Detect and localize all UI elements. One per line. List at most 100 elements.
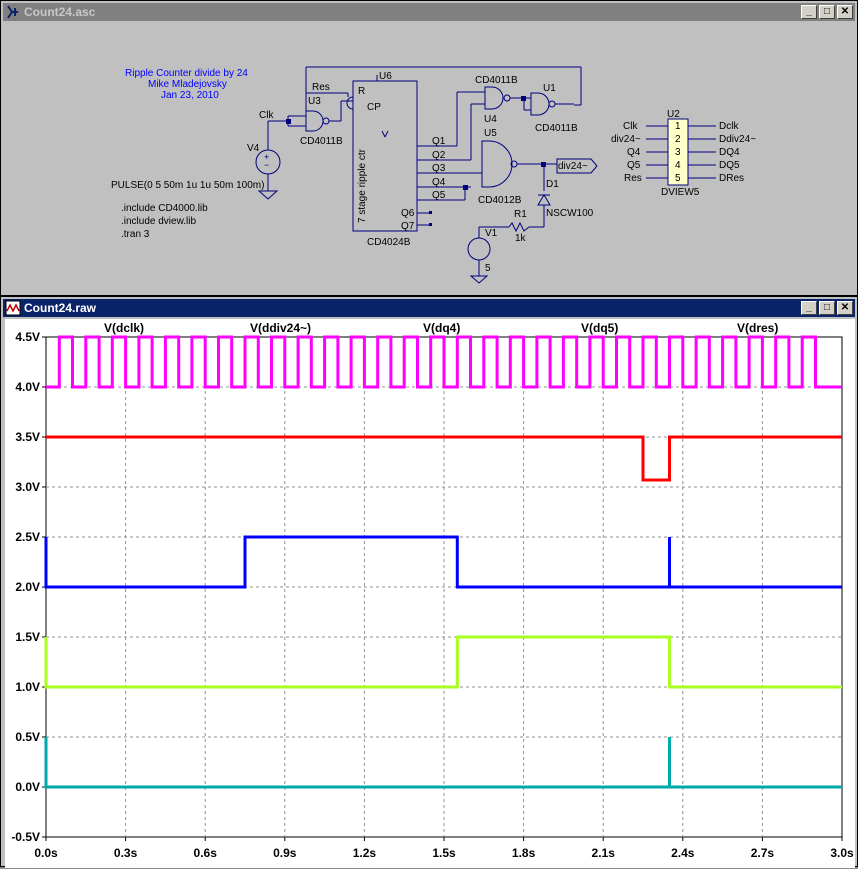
u5-part: CD4012B — [478, 195, 522, 206]
v1-label: V1 — [485, 228, 498, 239]
maximize-button[interactable]: □ — [819, 5, 835, 19]
dview-in-clk: Clk — [623, 121, 638, 132]
dview-out-dq5: DQ5 — [719, 160, 740, 171]
q7-label: Q7 — [401, 221, 415, 232]
y-tick-label: 4.5V — [15, 330, 40, 344]
x-tick-label: 1.5s — [432, 846, 456, 860]
dview-pin-2: 2 — [675, 134, 681, 145]
minimize-button[interactable]: _ — [801, 301, 817, 315]
waveform-titlebar[interactable]: Count24.raw _ □ ✕ — [3, 299, 855, 317]
trace-dclk[interactable] — [46, 335, 842, 389]
x-tick-label: 1.8s — [512, 846, 536, 860]
u3-label: U3 — [308, 96, 321, 107]
x-tick-label: 0.0s — [34, 846, 58, 860]
dview-pin-4: 4 — [675, 160, 681, 171]
svg-text:−: − — [264, 160, 269, 170]
q4-label: Q4 — [432, 177, 446, 188]
minimize-button[interactable]: _ — [801, 5, 817, 19]
v1-source-symbol — [467, 237, 491, 261]
div24-net-flag — [556, 158, 598, 174]
pulse-directive: PULSE(0 5 50m 1u 1u 50m 100m) — [111, 180, 264, 191]
close-button[interactable]: ✕ — [837, 301, 853, 315]
waveform-title: Count24.raw — [24, 301, 97, 315]
dview-out-dq4: DQ4 — [719, 147, 740, 158]
svg-text:+: + — [264, 152, 269, 162]
maximize-button[interactable]: □ — [819, 301, 835, 315]
q6-label: Q6 — [401, 208, 415, 219]
v4-label: V4 — [247, 143, 260, 154]
schematic-window: Count24.asc _ □ ✕ + − — [0, 0, 858, 296]
u1-label: U1 — [543, 83, 556, 94]
u5-label: U5 — [484, 128, 497, 139]
schematic-titlebar[interactable]: Count24.asc _ □ ✕ — [3, 3, 855, 21]
dview-pin-5: 5 — [675, 173, 681, 184]
y-tick-label: 2.0V — [15, 580, 40, 594]
trace-dq5[interactable] — [44, 635, 842, 689]
x-tick-label: 2.1s — [592, 846, 616, 860]
x-tick-label: 2.4s — [671, 846, 695, 860]
u5-nand-symbol — [481, 140, 513, 188]
d1-part: NSCW100 — [546, 208, 594, 219]
u1-nand-symbol — [530, 92, 550, 116]
u3-part: CD4011B — [300, 136, 343, 147]
schematic-canvas[interactable]: + − — [6, 23, 852, 293]
v1-value: 5 — [485, 263, 491, 274]
schematic-title: Count24.asc — [24, 5, 96, 19]
annotation-title: Ripple Counter divide by 24 — [125, 68, 248, 79]
clk-net-label: Clk — [259, 110, 274, 121]
r1-value: 1k — [515, 233, 527, 244]
trace-dq4[interactable] — [44, 535, 842, 589]
trace-ddiv24[interactable] — [46, 435, 842, 482]
close-button[interactable]: ✕ — [837, 5, 853, 19]
include-dview: .include dview.lib — [121, 216, 196, 227]
u3-nand-symbol — [305, 110, 324, 132]
u6-part: CD4024B — [367, 237, 411, 248]
y-tick-label: 2.5V — [15, 530, 40, 544]
u6-r-pin: R — [358, 86, 365, 97]
dview-pin-1: 1 — [675, 121, 681, 132]
q3-label: Q3 — [432, 163, 446, 174]
x-tick-label: 2.7s — [751, 846, 775, 860]
u4-label: U4 — [484, 114, 497, 125]
y-tick-label: 0.5V — [15, 730, 40, 744]
u1-part: CD4011B — [535, 123, 578, 134]
x-tick-label: 0.6s — [194, 846, 218, 860]
annotation-author: Mike Mladejovsky — [148, 79, 227, 90]
legend-dq4: V(dq4) — [423, 321, 460, 335]
div24-label: div24~ — [558, 161, 588, 172]
res-net-label: Res — [312, 82, 330, 93]
dview-in-div24: div24~ — [611, 134, 641, 145]
q1-label: Q1 — [432, 136, 446, 147]
y-tick-label: 4.0V — [15, 380, 40, 394]
u6-label: U6 — [379, 71, 392, 82]
dview-out-ddiv24: Ddiv24~ — [719, 134, 756, 145]
y-tick-label: -0.5V — [11, 830, 40, 844]
u4-part: CD4011B — [475, 75, 518, 86]
trace-dres[interactable] — [44, 737, 842, 789]
annotation-date: Jan 23, 2010 — [161, 90, 219, 101]
legend-ddiv24: V(ddiv24~) — [250, 321, 311, 335]
y-tick-label: 3.0V — [15, 480, 40, 494]
dview-in-res: Res — [624, 173, 642, 184]
q2-label: Q2 — [432, 150, 446, 161]
legend-dres: V(dres) — [737, 321, 778, 335]
x-tick-label: 3.0s — [830, 846, 854, 860]
x-tick-label: 0.9s — [273, 846, 297, 860]
y-tick-label: 1.5V — [15, 630, 40, 644]
u2-label: U2 — [667, 109, 680, 120]
y-tick-label: 3.5V — [15, 430, 40, 444]
y-tick-label: 0.0V — [15, 780, 40, 794]
u6-counter-symbol — [352, 80, 418, 232]
u2-part: DVIEW5 — [661, 187, 700, 198]
q5-label: Q5 — [432, 190, 446, 201]
d1-led-symbol — [537, 194, 551, 206]
u6-ripple-label: 7 stage ripple ctr — [357, 148, 368, 223]
waveform-icon — [5, 300, 21, 316]
u4-nand-symbol — [484, 86, 504, 110]
dview-pin-3: 3 — [675, 147, 681, 158]
r1-resistor-symbol — [508, 221, 530, 233]
y-tick-label: 1.0V — [15, 680, 40, 694]
